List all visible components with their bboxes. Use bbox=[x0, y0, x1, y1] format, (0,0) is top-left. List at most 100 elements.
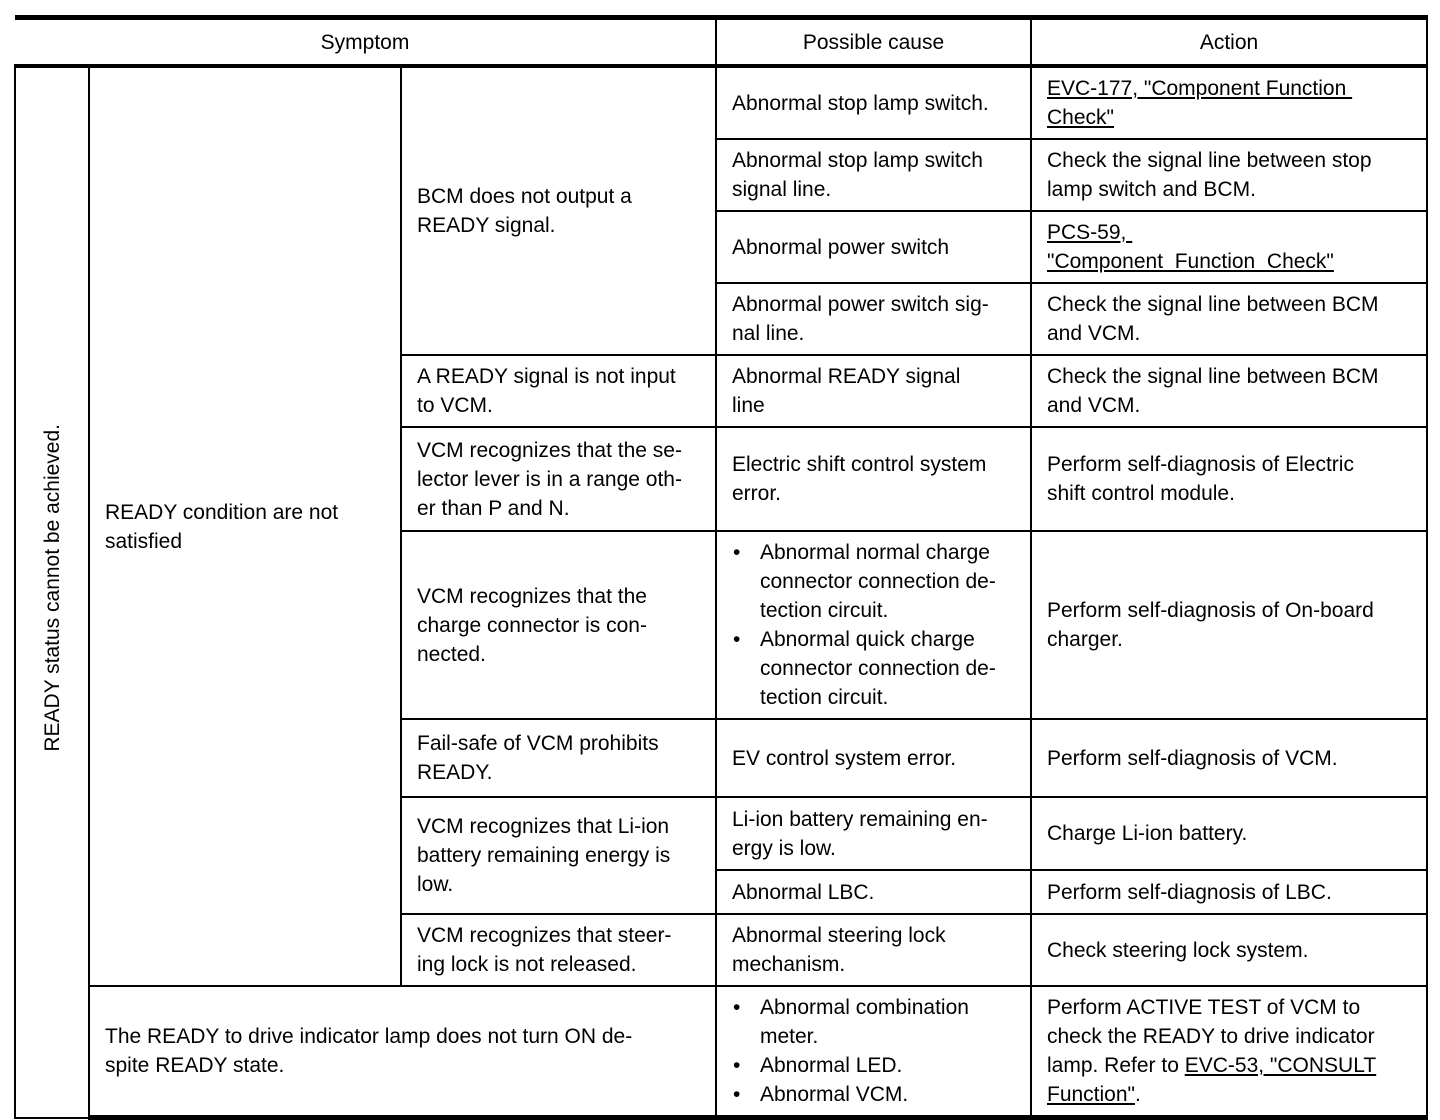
cause-label: EV control system error. bbox=[732, 746, 957, 770]
sub-symptom-label: VCM recognizes that steer- ing lock is n… bbox=[417, 924, 672, 976]
symptom-group-label: READY status cannot be achieved. bbox=[40, 424, 64, 753]
action-label: Check the signal line between BCM and VC… bbox=[1047, 293, 1379, 345]
symptom-b-cell: The READY to drive indicator lamp does n… bbox=[88, 985, 717, 1120]
cause-label: Abnormal power switch bbox=[732, 235, 950, 259]
sub-symptom-label: A READY signal is not input to VCM. bbox=[417, 365, 676, 417]
cause-cell: Abnormal power switch sig- nal line. bbox=[715, 282, 1032, 356]
table-row: Fail-safe of VCM prohibits READY. EV con… bbox=[15, 718, 1428, 798]
action-cell: Perform self-diagnosis of Electric shift… bbox=[1030, 426, 1428, 532]
cause-cell: Abnormal steering lock mechanism. bbox=[715, 913, 1032, 987]
action-cell: Perform ACTIVE TEST of VCM to check the … bbox=[1030, 985, 1428, 1120]
list-item: • Abnormal VCM. bbox=[732, 1080, 1020, 1109]
cause-label: Abnormal LBC. bbox=[732, 880, 875, 904]
cause-cell: Abnormal READY signal line bbox=[715, 354, 1032, 428]
action-link[interactable]: EVC-177, "Component Function Check" bbox=[1047, 77, 1347, 129]
cause-cell: Abnormal LBC. bbox=[715, 869, 1032, 915]
bullet-icon: • bbox=[733, 996, 741, 1019]
action-cell: Check the signal line between BCM and VC… bbox=[1030, 282, 1428, 356]
action-cell: EVC-177, "Component Function Check" bbox=[1030, 65, 1428, 140]
sub-symptom-cell: Fail-safe of VCM prohibits READY. bbox=[400, 718, 717, 798]
sub-symptom-cell: VCM recognizes that the se- lector lever… bbox=[400, 426, 717, 532]
action-label: Check the signal line between stop lamp … bbox=[1047, 149, 1372, 201]
cause-label: Abnormal VCM. bbox=[760, 1083, 909, 1106]
header-symptom: Symptom bbox=[15, 15, 717, 68]
cause-label: Abnormal normal charge connector connect… bbox=[760, 541, 996, 622]
cause-label: Abnormal stop lamp switch signal line. bbox=[732, 149, 983, 201]
action-label: Perform self-diagnosis of On-board charg… bbox=[1047, 599, 1374, 651]
list-item: • Abnormal quick charge connector connec… bbox=[732, 625, 1020, 712]
sub-symptom-label: VCM recognizes that Li-ion battery remai… bbox=[417, 815, 671, 896]
sub-symptom-cell: VCM recognizes that the charge connector… bbox=[400, 530, 717, 720]
cause-cell: EV control system error. bbox=[715, 718, 1032, 798]
sub-symptom-label: VCM recognizes that the charge connector… bbox=[417, 584, 647, 666]
action-label: Perform self-diagnosis of Electric shift… bbox=[1047, 453, 1354, 505]
cause-cell: • Abnormal combination meter. • Abnormal… bbox=[715, 985, 1032, 1120]
sub-symptom-label: VCM recognizes that the se- lector lever… bbox=[417, 438, 682, 520]
cause-label: Electric shift control system error. bbox=[732, 453, 987, 505]
table-row: VCM recognizes that the charge connector… bbox=[15, 530, 1428, 720]
action-cell: Perform self-diagnosis of VCM. bbox=[1030, 718, 1428, 798]
cause-cell: Electric shift control system error. bbox=[715, 426, 1032, 532]
sub-symptom-label: Fail-safe of VCM prohibits READY. bbox=[417, 732, 659, 784]
cause-cell: Abnormal stop lamp switch signal line. bbox=[715, 138, 1032, 212]
cause-label: Abnormal quick charge connector connecti… bbox=[760, 628, 996, 709]
action-cell: Perform self-diagnosis of On-board charg… bbox=[1030, 530, 1428, 720]
table-row: The READY to drive indicator lamp does n… bbox=[15, 985, 1428, 1120]
action-link[interactable]: PCS-59, "Component Function Check" bbox=[1047, 221, 1334, 273]
symptom-a-label: READY condition are not satisfied bbox=[105, 500, 339, 553]
cause-label: Li-ion battery remaining en- ergy is low… bbox=[732, 807, 988, 860]
action-label: Charge Li-ion battery. bbox=[1047, 822, 1248, 845]
action-cell: PCS-59, "Component Function Check" bbox=[1030, 210, 1428, 284]
action-label: Perform self-diagnosis of VCM. bbox=[1047, 746, 1338, 770]
table-row: Abnormal stop lamp switch signal line. C… bbox=[15, 138, 1428, 212]
action-link[interactable]: EVC-53, "CONSULT Function" bbox=[1047, 1054, 1377, 1106]
cause-cell: • Abnormal normal charge connector conne… bbox=[715, 530, 1032, 720]
action-label: Perform self-diagnosis of LBC. bbox=[1047, 880, 1332, 904]
symptom-diagnosis-table: Symptom Possible cause Action READY stat… bbox=[14, 15, 1428, 1120]
table-row: Abnormal power switch sig- nal line. Che… bbox=[15, 282, 1428, 356]
symptom-a-cell: READY condition are not satisfied bbox=[88, 65, 402, 987]
action-cell: Check steering lock system. bbox=[1030, 913, 1428, 987]
sub-symptom-cell: A READY signal is not input to VCM. bbox=[400, 354, 717, 428]
bullet-icon: • bbox=[733, 541, 741, 564]
cause-label: Abnormal combination meter. bbox=[760, 996, 969, 1048]
action-label: Perform ACTIVE TEST of VCM to check the … bbox=[1047, 996, 1375, 1077]
table-row: A READY signal is not input to VCM. Abno… bbox=[15, 354, 1428, 428]
cause-cell: Abnormal power switch bbox=[715, 210, 1032, 284]
table-row: VCM recognizes that steer- ing lock is n… bbox=[15, 913, 1428, 987]
table-row: VCM recognizes that the se- lector lever… bbox=[15, 426, 1428, 532]
symptom-group-cell: READY status cannot be achieved. bbox=[14, 65, 90, 1119]
bullet-icon: • bbox=[733, 1054, 741, 1077]
table-row: Abnormal LBC. Perform self-diagnosis of … bbox=[15, 869, 1428, 915]
cause-label: Abnormal steering lock mechanism. bbox=[732, 924, 946, 976]
action-cell: Charge Li-ion battery. bbox=[1030, 796, 1428, 871]
action-cell: Check the signal line between BCM and VC… bbox=[1030, 354, 1428, 428]
cause-label: Abnormal READY signal line bbox=[732, 365, 961, 417]
header-possible-cause: Possible cause bbox=[716, 15, 1032, 68]
bullet-icon: • bbox=[733, 1083, 741, 1106]
sub-symptom-cell: VCM recognizes that Li-ion battery remai… bbox=[400, 796, 717, 915]
cause-label: Abnormal power switch sig- nal line. bbox=[732, 293, 989, 345]
table-header-row: Symptom Possible cause Action bbox=[15, 15, 1428, 68]
cause-label: Abnormal stop lamp switch. bbox=[732, 91, 989, 115]
action-cell: Perform self-diagnosis of LBC. bbox=[1030, 869, 1428, 915]
diagnosis-table-container: Symptom Possible cause Action READY stat… bbox=[14, 15, 1428, 1120]
cause-cell: Abnormal stop lamp switch. bbox=[715, 65, 1032, 140]
sub-symptom-cell: VCM recognizes that steer- ing lock is n… bbox=[400, 913, 717, 987]
action-label: . bbox=[1135, 1083, 1141, 1106]
bullet-icon: • bbox=[733, 628, 741, 651]
action-cell: Check the signal line between stop lamp … bbox=[1030, 138, 1428, 212]
sub-symptom-label: BCM does not output a READY signal. bbox=[417, 185, 632, 237]
action-label: Check steering lock system. bbox=[1047, 938, 1309, 962]
cause-cell: Li-ion battery remaining en- ergy is low… bbox=[715, 796, 1032, 871]
action-label: Check the signal line between BCM and VC… bbox=[1047, 365, 1379, 417]
sub-symptom-cell: BCM does not output a READY signal. bbox=[400, 65, 717, 356]
table-row: READY status cannot be achieved. READY c… bbox=[14, 65, 1428, 1119]
list-item: • Abnormal combination meter. bbox=[732, 993, 1020, 1051]
table-row: VCM recognizes that Li-ion battery remai… bbox=[15, 796, 1428, 915]
symptom-b-label: The READY to drive indicator lamp does n… bbox=[105, 1025, 633, 1077]
cause-label: Abnormal LED. bbox=[760, 1054, 903, 1077]
list-item: • Abnormal normal charge connector conne… bbox=[732, 538, 1020, 625]
table-row: Abnormal power switch PCS-59, "Component… bbox=[15, 210, 1428, 284]
list-item: • Abnormal LED. bbox=[732, 1051, 1020, 1080]
